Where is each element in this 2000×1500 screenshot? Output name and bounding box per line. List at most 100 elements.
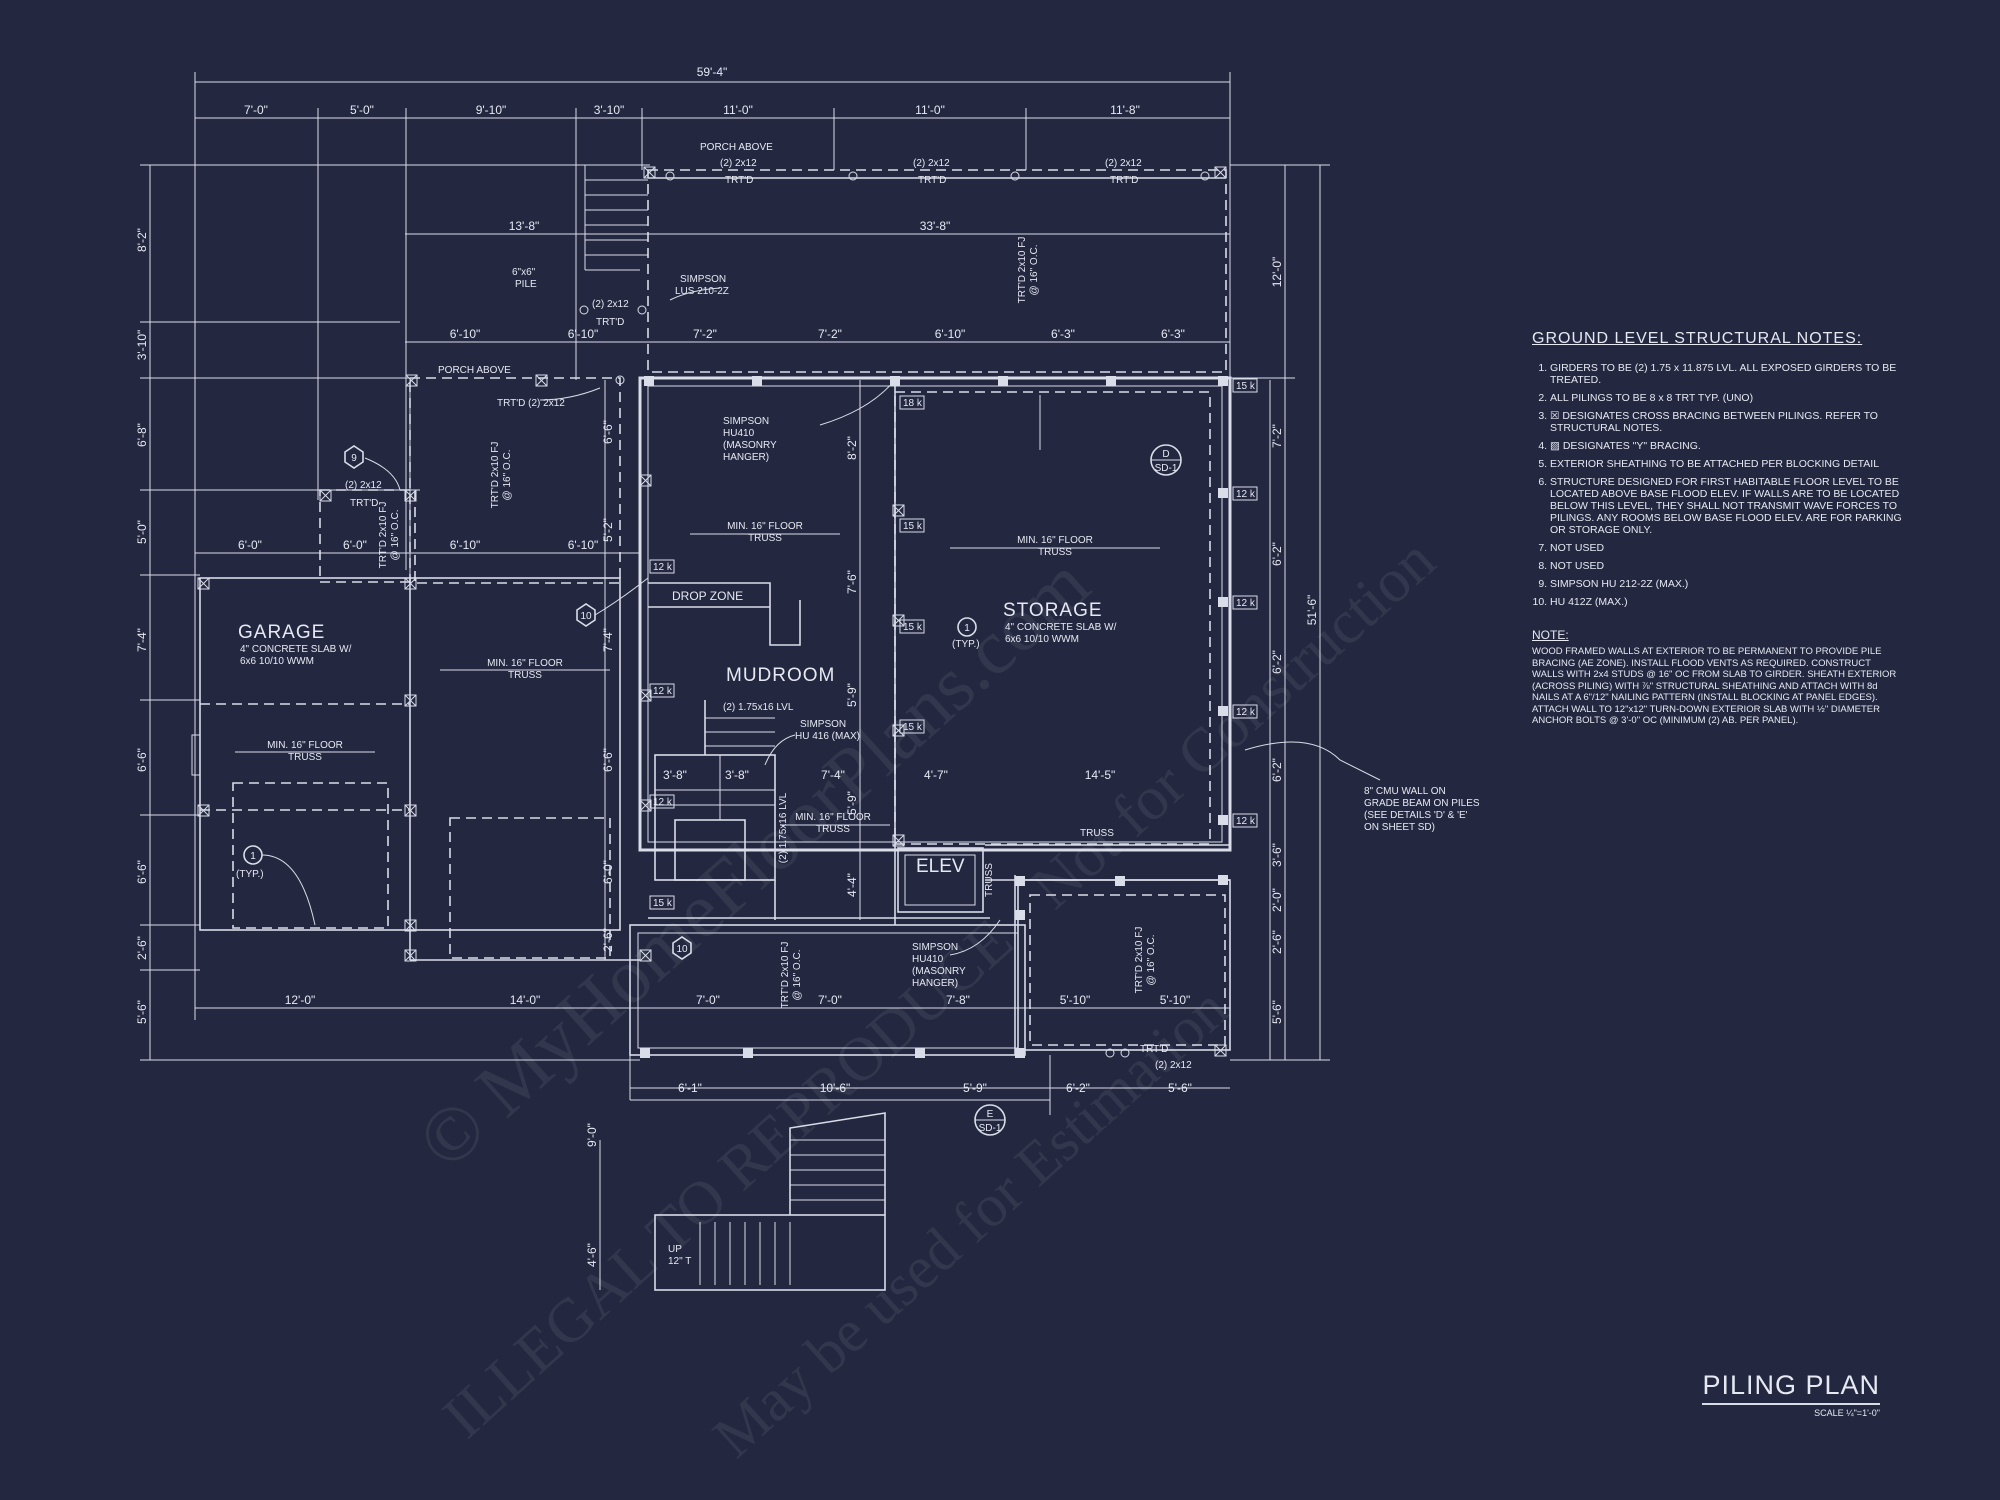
sheet-title: PILING PLAN (1702, 1370, 1880, 1405)
dimension: 7'-2" (1270, 424, 1284, 448)
dimension: 8'-2" (845, 436, 859, 460)
dimension: 33'-8" (920, 219, 951, 233)
dimension: 6'-2" (1270, 650, 1284, 674)
callout-tags (243, 287, 1381, 1136)
load-tag: 12 k (1236, 489, 1256, 500)
dimension: 5'-9" (845, 683, 859, 707)
note-item: ALL PILINGS TO BE 8 x 8 TRT TYP. (UNO) (1550, 392, 1902, 404)
note-item: ☒ DESIGNATES CROSS BRACING BETWEEN PILIN… (1550, 410, 1902, 434)
simpson-hu416-label: SIMPSON (800, 719, 846, 730)
simpson-lus-label: SIMPSON (680, 274, 726, 285)
lvl-vertical-label: (2) 1.75x16 LVL (778, 792, 789, 863)
floor-joist-label: TRT'D 2x10 FJ (1017, 237, 1028, 304)
cmu-wall-note: (SEE DETAILS 'D' & 'E' (1364, 810, 1468, 821)
dimension: 7'-2" (693, 327, 717, 341)
note-item: HU 412Z (MAX.) (1550, 596, 1902, 608)
sheet-title-block: PILING PLAN SCALE ¼"=1'-0" (1600, 1370, 1880, 1418)
dimension: 9'-0" (585, 1123, 599, 1147)
dimension: 7'-6" (845, 570, 859, 594)
dimension: 3'-6" (1270, 843, 1284, 867)
dimension: 6'-0" (601, 860, 615, 884)
dimension: 7'-4" (601, 628, 615, 652)
load-tag: 12 k (653, 686, 673, 697)
dimension: 6'-10" (568, 538, 599, 552)
dimension: 5'-9" (845, 791, 859, 815)
circle-callout-1: 1 (250, 851, 256, 862)
note-item: NOT USED (1550, 542, 1902, 554)
floor-joist-label: @ 16" O.C. (390, 510, 401, 561)
dimension: 5'-0" (135, 520, 149, 544)
hex-callout-9: 9 (351, 453, 357, 464)
dimension: 2'-6" (601, 928, 615, 952)
girder-label: TRT'D (1140, 1044, 1168, 1055)
porch-above-label: PORCH ABOVE (438, 365, 511, 376)
dimension: 7'-8" (946, 993, 970, 1007)
notes-list: GIRDERS TO BE (2) 1.75 x 11.875 LVL. ALL… (1532, 362, 1902, 608)
note-item: STRUCTURE DESIGNED FOR FIRST HABITABLE F… (1550, 476, 1902, 536)
girder-label: TRT'D (2) 2x12 (497, 398, 565, 409)
stair-riser-count: 12" T (668, 1256, 691, 1267)
girder-label: TRT'D (596, 317, 624, 328)
room-label-elevator: ELEV (916, 856, 965, 877)
dimension: 3'-10" (594, 103, 625, 117)
dimension: 11'-0" (915, 103, 945, 117)
girder-label: TRT'D (918, 175, 946, 186)
hex-callout-10: 10 (580, 611, 592, 622)
dimension: 13'-8" (509, 219, 540, 233)
dimension: 7'-0" (244, 103, 268, 117)
dimension: 3'-8" (663, 768, 687, 782)
room-label-drop-zone: DROP ZONE (672, 589, 743, 603)
lvl-label: (2) 1.75x16 LVL (723, 702, 794, 713)
load-tag: 12 k (1236, 598, 1256, 609)
dimension: 6'-3" (1161, 327, 1185, 341)
simpson-hu410-label: (MASONRY (912, 966, 966, 977)
note-item: SIMPSON HU 212-2Z (MAX.) (1550, 578, 1902, 590)
simpson-hu410-label: (MASONRY (723, 440, 777, 451)
dimension: 3'-8" (725, 768, 749, 782)
floor-truss-label: MIN. 16" FLOOR (487, 658, 563, 669)
storage-slab-note: 6x6 10/10 WWM (1005, 634, 1079, 645)
floor-truss-label: TRUSS (748, 533, 782, 544)
floor-joist-label: TRT'D 2x10 FJ (780, 942, 791, 1009)
dimension: 12'-0" (1270, 257, 1284, 288)
floor-joist-label: TRT'D 2x10 FJ (490, 442, 501, 509)
pilings (197, 166, 1228, 1058)
general-note-text: WOOD FRAMED WALLS AT EXTERIOR TO BE PERM… (1532, 646, 1897, 726)
dimension: 6'-0" (343, 538, 367, 552)
girder-label: (2) 2x12 (913, 158, 950, 169)
girder-label: (2) 2x12 (1155, 1060, 1192, 1071)
floor-truss-label: MIN. 16" FLOOR (727, 521, 803, 532)
dimension: 2'-6" (135, 936, 149, 960)
section-tag-e-sheet: SD-1 (979, 1123, 1002, 1134)
stair-up-label: UP (668, 1244, 682, 1255)
dimension: 7'-4" (135, 628, 149, 652)
dimension: 6'-3" (1051, 327, 1075, 341)
dimension: 6'-6" (601, 748, 615, 772)
load-tag: 12 k (653, 562, 673, 573)
floor-joist-label: TRT'D 2x10 FJ (1134, 927, 1145, 994)
floor-joist-label: @ 16" O.C. (502, 450, 513, 501)
dimension: 6'-10" (568, 327, 599, 341)
room-label-mudroom: MUDROOM (726, 665, 835, 686)
dimension: 6'-8" (135, 423, 149, 447)
structural-notes: GROUND LEVEL STRUCTURAL NOTES: GIRDERS T… (1532, 330, 1902, 727)
dimension: 10'-6" (820, 1081, 851, 1095)
cmu-wall-note: 8" CMU WALL ON (1364, 786, 1446, 797)
load-tag: 12 k (1236, 707, 1256, 718)
load-tag: 12 k (653, 797, 673, 808)
simpson-hu410-label: HU410 (723, 428, 755, 439)
load-tag: 15 k (653, 898, 673, 909)
floor-truss-label: MIN. 16" FLOOR (795, 812, 871, 823)
dimension: 6'-6" (601, 420, 615, 444)
general-note-heading: NOTE: (1532, 628, 1569, 642)
load-tag: 15 k (1236, 381, 1256, 392)
dimension: 7'-2" (818, 327, 842, 341)
pile-label: 6"x6" (512, 267, 536, 278)
garage-slab-note: 6x6 10/10 WWM (240, 656, 314, 667)
dimension: 4'-4" (845, 873, 859, 897)
dimension: 5'-6" (1270, 1000, 1284, 1024)
hex-callout-10: 10 (676, 944, 688, 955)
girder-label: (2) 2x12 (345, 480, 382, 491)
dimension: 4'-7" (924, 768, 948, 782)
overall-depth-dimension: 51'-6" (1305, 595, 1319, 626)
